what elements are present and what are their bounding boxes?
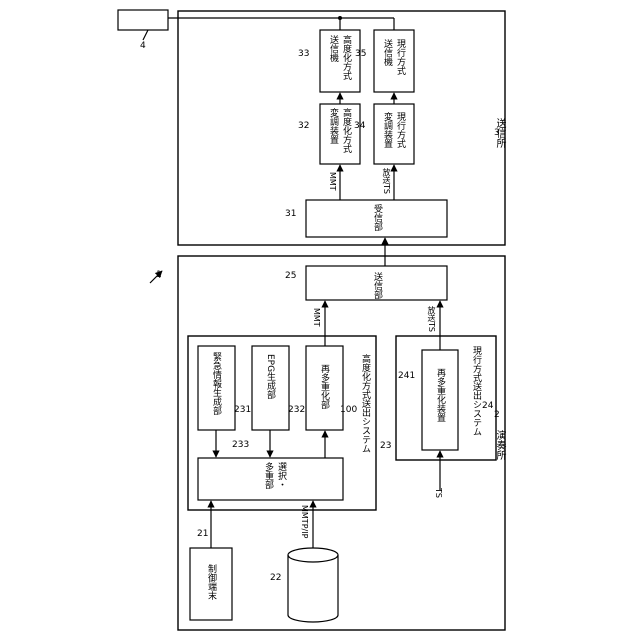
remux-device-label: 再多重化装置 <box>434 368 447 422</box>
sender-label: 送信部 <box>371 272 384 299</box>
emergency-label: 緊急情報生成部 <box>210 352 223 415</box>
hall-link-mmt: MMT <box>312 308 321 327</box>
hall-name: 演奏所 <box>492 430 507 460</box>
epg-label: EPG生成部 <box>264 354 277 399</box>
select-mux-label: 選択・ 多重部 <box>262 462 288 489</box>
current-transmitter-label: 現行方式 送信機 <box>381 39 407 75</box>
station-link-ts: 放送TS <box>381 168 392 194</box>
remux-label: 再多重化部 <box>318 364 331 409</box>
advanced-modulator-label: 高度化方式 変調装置 <box>327 108 353 153</box>
hall-link-ts: 放送TS <box>426 306 437 332</box>
input-ts-label: TS <box>434 488 443 498</box>
station-name: 送信所 <box>492 118 507 148</box>
advanced-transmitter-label: 高度化方式 送信機 <box>327 35 353 80</box>
control-terminal-label: 制御端末 <box>205 564 218 600</box>
receiver-label: 受信部 <box>371 204 384 231</box>
advanced-system-label: 高度化方式送出システム <box>359 354 372 453</box>
station-link-mmt: MMT <box>328 172 337 191</box>
mmtp-label: MMTP/IP <box>300 505 309 538</box>
current-system-label: 現行方式送出システム <box>470 346 483 436</box>
current-modulator-label: 現行方式 変調装置 <box>381 112 407 148</box>
